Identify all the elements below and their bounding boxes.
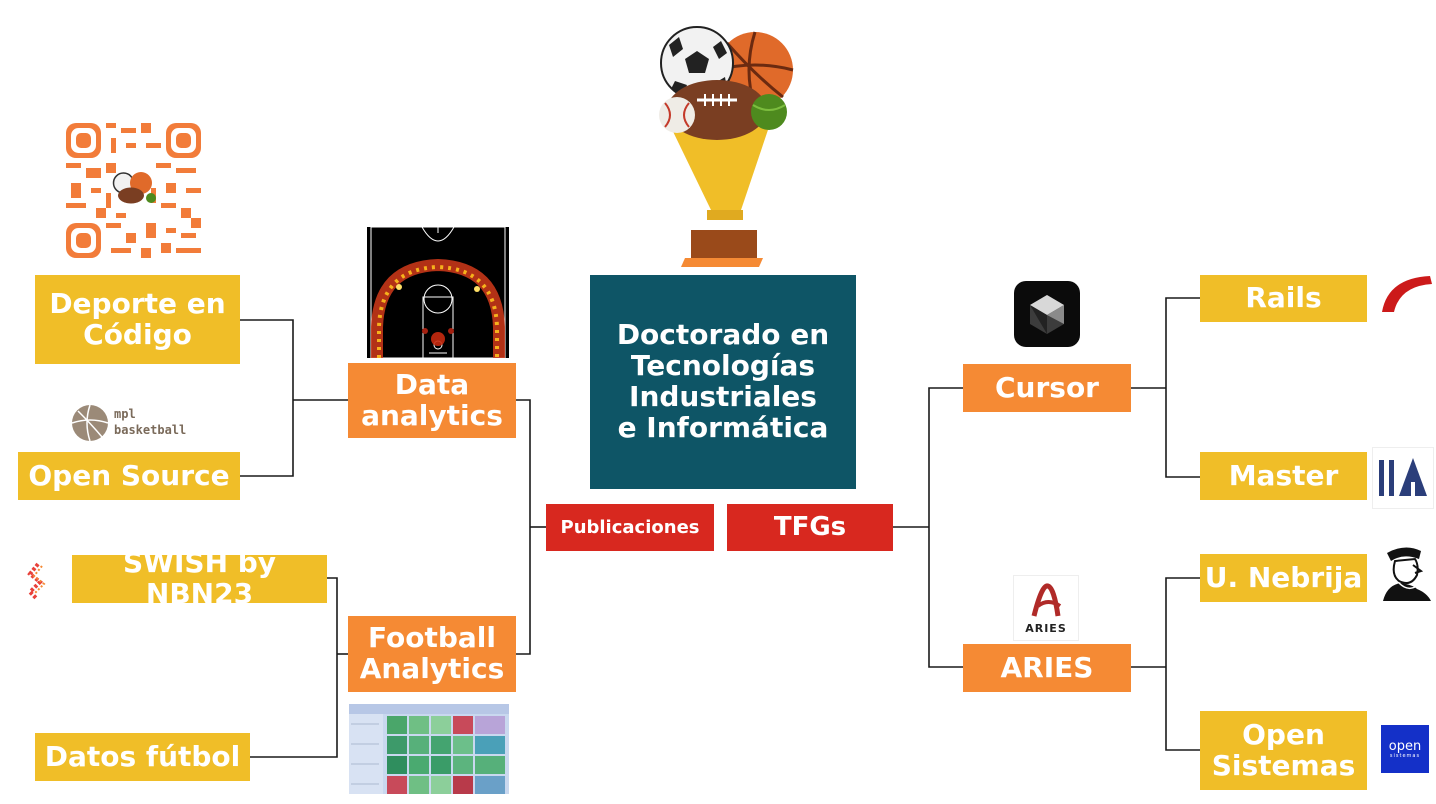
aries-logo-text: ARIES <box>1025 622 1067 635</box>
trophy-icon <box>655 15 805 270</box>
mpl-logo-text: mpl basketball <box>114 407 187 437</box>
deporte-en-codigo-label: Deporte en Código <box>49 286 226 351</box>
publicaciones-box: Publicaciones <box>546 504 714 551</box>
data-analytics-box: Data analytics <box>348 363 516 438</box>
opensistemas-box: Open Sistemas <box>1200 711 1367 790</box>
master-logo-icon <box>1372 447 1434 509</box>
basketball-court-heatmap-icon <box>367 226 509 359</box>
opensistemas-label: Open Sistemas <box>1211 717 1356 782</box>
opensistemas-logo-subtext: sistemas <box>1389 752 1421 759</box>
datos-futbol-label: Datos fútbol <box>44 739 241 773</box>
swish-logo-icon <box>24 562 48 600</box>
nebrija-label: U. Nebrija <box>1204 560 1363 594</box>
swish-label: SWISH by NBN23 <box>122 546 277 610</box>
opensistemas-logo-text: open <box>1388 738 1422 754</box>
aries-logo-icon: ARIES <box>1013 575 1079 641</box>
data-analytics-label: Data analytics <box>361 367 503 432</box>
nebrija-portrait-icon <box>1377 541 1435 603</box>
nebrija-box: U. Nebrija <box>1200 554 1367 602</box>
qr-code-icon <box>66 123 201 258</box>
open-source-label: Open Source <box>28 458 230 492</box>
center-title: Doctorado en Tecnologías Industriales e … <box>616 318 830 444</box>
aries-label: ARIES <box>1000 650 1094 684</box>
swish-box: SWISH by NBN23 <box>72 547 327 609</box>
tfgs-label: TFGs <box>773 512 847 543</box>
opensistemas-logo-icon: open sistemas <box>1381 725 1429 773</box>
football-analytics-label: Football Analytics <box>359 621 505 685</box>
master-label: Master <box>1228 458 1339 492</box>
cursor-box: Cursor <box>963 364 1131 412</box>
center-title-box: Doctorado en Tecnologías Industriales e … <box>590 275 856 489</box>
publicaciones-label: Publicaciones <box>560 516 700 538</box>
rails-logo-icon <box>1378 272 1436 316</box>
datos-futbol-box: Datos fútbol <box>35 733 250 781</box>
rails-label: Rails <box>1245 281 1322 315</box>
football-analytics-box: Football Analytics <box>348 616 516 692</box>
tfgs-box: TFGs <box>727 504 893 551</box>
mpl-logo-icon: mpl basketball <box>70 402 200 444</box>
master-box: Master <box>1200 452 1367 500</box>
deporte-en-codigo-box: Deporte en Código <box>35 275 240 364</box>
football-table-icon <box>349 704 509 794</box>
rails-box: Rails <box>1200 275 1367 322</box>
cursor-label: Cursor <box>994 370 1099 404</box>
open-source-box: Open Source <box>18 452 240 500</box>
cursor-logo-icon <box>1014 281 1080 347</box>
aries-box: ARIES <box>963 644 1131 692</box>
